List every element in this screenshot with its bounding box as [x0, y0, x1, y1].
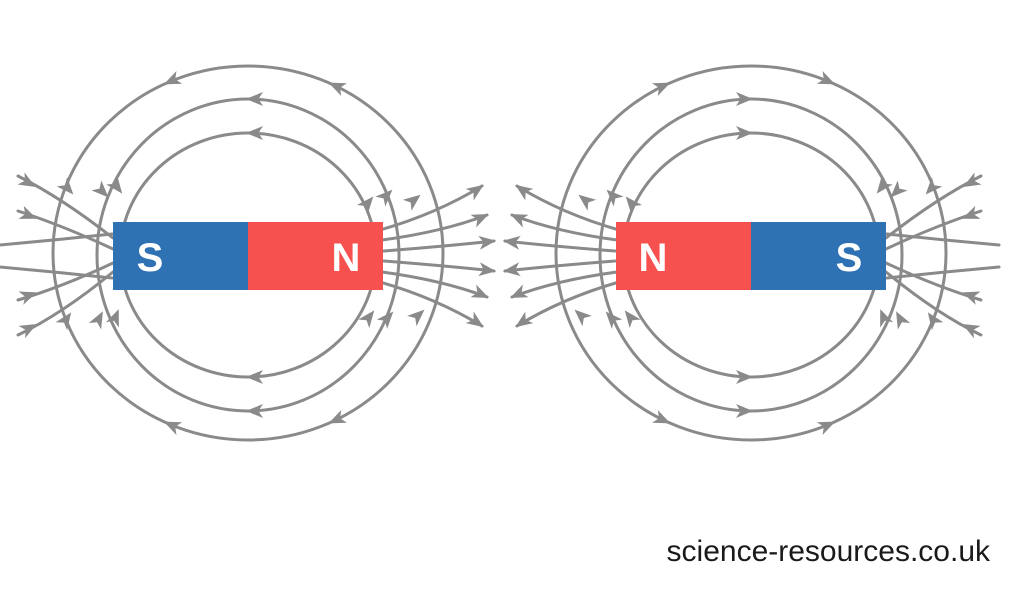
field-line — [382, 239, 496, 253]
field-line — [885, 265, 1001, 280]
field-arrowhead — [574, 309, 592, 327]
field-arrowhead — [606, 189, 624, 207]
field-arrowhead — [816, 70, 836, 85]
field-arrowhead — [578, 194, 597, 211]
field-arrowhead — [88, 311, 103, 330]
field-arrowhead — [465, 184, 484, 201]
field-arrowhead — [375, 189, 393, 207]
field-arrowhead — [736, 370, 753, 384]
north-pole — [616, 222, 751, 290]
field-arrowhead — [962, 205, 981, 219]
field-arrowhead — [18, 291, 37, 305]
field-line — [515, 184, 621, 232]
field-line — [382, 259, 496, 273]
field-line — [0, 265, 114, 280]
field-line — [0, 232, 114, 247]
field-loop — [51, 64, 445, 442]
pole-label-south: S — [836, 236, 863, 280]
field-arrowhead — [880, 309, 894, 328]
field-arrowhead — [328, 409, 347, 424]
pole-label-north: N — [639, 236, 668, 280]
field-arrowhead — [358, 310, 375, 329]
field-arrowhead — [246, 126, 263, 140]
field-arrowhead — [927, 312, 944, 331]
pole-label-south: S — [137, 236, 164, 280]
field-lines — [0, 64, 496, 442]
field-arrowhead — [106, 175, 123, 194]
field-loop — [554, 64, 948, 442]
field-arrowhead — [55, 312, 72, 331]
field-arrowhead — [17, 172, 36, 187]
field-arrowhead — [478, 235, 496, 250]
field-arrowhead — [470, 214, 489, 228]
north-pole — [248, 222, 383, 290]
field-arrowhead — [478, 262, 496, 277]
field-arrowhead — [652, 409, 671, 424]
field-arrowhead — [246, 404, 263, 418]
field-arrowhead — [465, 311, 484, 328]
field-arrowhead — [328, 82, 347, 97]
field-line — [378, 280, 484, 328]
pole-label-north: N — [332, 236, 361, 280]
field-arrowhead — [625, 196, 643, 214]
field-line — [378, 184, 484, 232]
field-arrowhead — [376, 311, 394, 329]
field-arrowhead — [962, 291, 981, 305]
field-arrowhead — [736, 92, 753, 106]
field-arrowhead — [624, 310, 641, 329]
field-arrowhead — [246, 92, 263, 106]
field-arrowhead — [816, 421, 836, 436]
field-arrowhead — [652, 82, 671, 97]
field-arrowhead — [105, 309, 119, 328]
field-arrowhead — [896, 311, 911, 330]
watermark-text: science-resources.co.uk — [666, 535, 990, 568]
field-arrowhead — [18, 205, 37, 219]
field-arrowhead — [407, 309, 425, 327]
field-arrowhead — [515, 311, 534, 328]
field-arrowhead — [163, 70, 183, 85]
field-line — [885, 232, 1001, 247]
field-arrowhead — [18, 324, 37, 339]
field-arrowhead — [876, 175, 893, 194]
field-arrowhead — [963, 172, 982, 187]
field-arrowhead — [510, 214, 529, 228]
field-arrowhead — [515, 184, 534, 201]
field-arrowhead — [736, 404, 753, 418]
field-arrowhead — [470, 284, 489, 298]
field-lines — [503, 64, 1001, 442]
field-arrowhead — [246, 370, 263, 384]
south-pole — [751, 222, 886, 290]
field-arrowhead — [736, 126, 753, 140]
field-arrowhead — [605, 311, 623, 329]
field-arrowhead — [91, 180, 109, 198]
field-arrowhead — [503, 262, 521, 277]
field-arrowhead — [402, 194, 421, 211]
south-pole — [113, 222, 248, 290]
field-arrowhead — [962, 324, 981, 339]
field-arrowhead — [925, 177, 943, 195]
field-line — [515, 280, 621, 328]
field-line — [503, 239, 617, 253]
field-arrowhead — [510, 284, 529, 298]
field-arrowhead — [890, 180, 908, 198]
field-line — [503, 259, 617, 273]
field-arrowhead — [356, 196, 374, 214]
field-arrowhead — [56, 177, 74, 195]
field-arrowhead — [503, 235, 521, 250]
field-arrowhead — [163, 421, 183, 436]
